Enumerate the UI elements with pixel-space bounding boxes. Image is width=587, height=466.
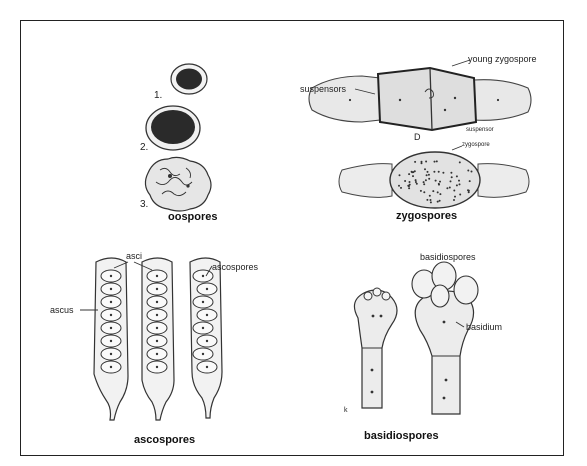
oospore-stage-1-label: 1. [154, 90, 162, 101]
ascospores-title: ascospores [134, 434, 195, 446]
asci-label: asci [126, 251, 142, 261]
suspensor-label: suspensor [466, 127, 494, 133]
young-zygospore-drawing [309, 68, 531, 130]
basidiospores-panel: basidiospores basidium k basidiospores [344, 252, 502, 442]
oospores-panel: 1. 2. 3. oospores [140, 64, 218, 223]
oospore-stage-2-label: 2. [140, 142, 148, 153]
oospore-stage-2 [146, 106, 200, 150]
zygospores-panel: young zygospore suspensors D suspensor z… [300, 54, 537, 222]
young-basidium-drawing [354, 288, 397, 408]
ascospores-panel: asci ascus ascospores ascospores [50, 251, 259, 446]
ascus-label: ascus [50, 305, 74, 315]
oospore-stage-3 [145, 157, 211, 211]
suspensors-label: suspensors [300, 84, 347, 94]
oospore-stage-1 [171, 64, 207, 94]
mature-basidium-drawing [412, 262, 478, 414]
zygospores-title: zygospores [396, 210, 457, 222]
k-mark-label: k [344, 407, 348, 414]
zygospore-label: zygospore [462, 142, 490, 148]
young-zygospore-label: young zygospore [468, 54, 537, 64]
oospore-stage-3-label: 3. [140, 199, 148, 210]
basidiospores-pointer-label: basidiospores [420, 252, 476, 262]
basidium-label: basidium [466, 322, 502, 332]
ascospores-pointer-label: ascospores [212, 262, 259, 272]
d-mark-label: D [414, 132, 421, 142]
oospores-title: oospores [168, 211, 218, 223]
basidiospores-title: basidiospores [364, 430, 439, 442]
mature-zygospore-drawing [339, 152, 529, 208]
